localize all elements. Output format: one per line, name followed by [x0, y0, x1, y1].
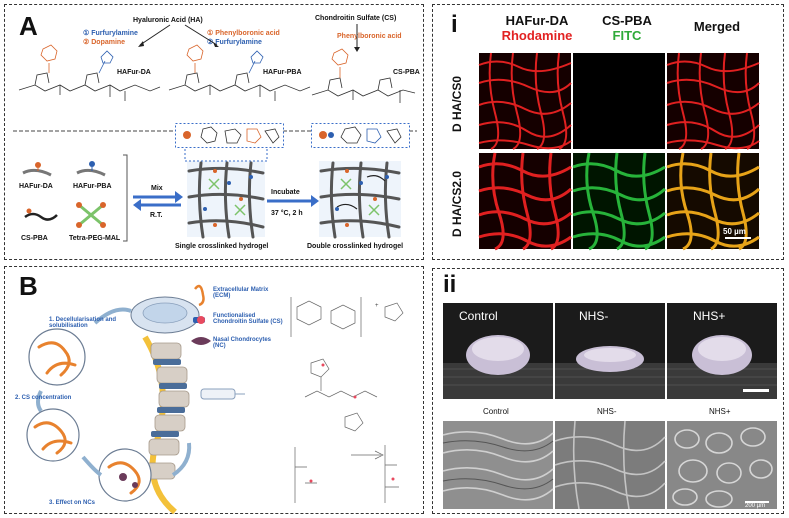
sem-nhs-plus [667, 421, 777, 509]
mix-arrows [133, 191, 319, 211]
panel-b: B [4, 266, 424, 515]
legend-bracket [123, 154, 128, 242]
col-3-header: Merged [693, 19, 741, 34]
panel-a-letter: A [19, 11, 38, 41]
photo-nhs-minus [555, 303, 665, 399]
sem-control-label: Control [483, 407, 509, 416]
panel-b-letter: B [19, 271, 38, 301]
svg-text:+: + [375, 303, 379, 309]
single-hydrogel-label: Single crosslinked hydrogel [175, 243, 269, 250]
row-2-label: D HA/CS2.0 [450, 170, 464, 238]
tile-fitc-cs2 [572, 152, 667, 251]
double-hydrogel-inset [311, 123, 410, 148]
step-1-label: 1. Decellularisation and solubilisation [49, 317, 117, 329]
sem-control [442, 421, 554, 509]
row-1-label: D HA/CS0 [450, 76, 464, 133]
cs-pba-structure [311, 48, 416, 103]
incubate-label: Incubate [271, 189, 300, 196]
panel-i: i HAFur-DA Rhodamine CS-PBA FITC Merged … [432, 4, 784, 260]
legend-item-4: Tetra-PEG-MAL [69, 235, 121, 242]
product-2-label: HAFur-PBA [263, 69, 302, 76]
panel-a: A Hyaluronic Acid (HA) Chondroitin Sulfa… [4, 4, 424, 260]
legend-icons [22, 161, 106, 228]
tile-rhodamine-cs0 [478, 52, 572, 150]
ha-fur-da-structure [18, 44, 161, 101]
rt-label: R.T. [150, 212, 163, 219]
cs-title: Chondroitin Sulfate (CS) [315, 15, 397, 22]
legend-cs: Functionalised Chondroitin Sulfate (CS) [213, 313, 283, 325]
step-3-label: 3. Effect on NCs [49, 500, 96, 506]
panel-ii-numeral: ii [443, 271, 457, 298]
product-3-label: CS-PBA [393, 69, 420, 76]
col-1-header-line2: Rhodamine [501, 28, 573, 43]
photo-nhs-plus [667, 303, 777, 399]
col-2-header-line2: FITC [612, 28, 642, 43]
ha-title: Hyaluronic Acid (HA) [133, 17, 203, 24]
left-group-line2: ② Dopamine [83, 39, 126, 46]
col-1-header: HAFur-DA Rhodamine [489, 13, 585, 43]
incubate-condition: 37 °C, 2 h [271, 210, 303, 217]
legend-nc: Nasal Chondrocytes (NC) [213, 337, 272, 349]
tile-merged-cs2 [666, 152, 761, 251]
single-hydrogel-network [184, 146, 268, 239]
legend-item-3: CS-PBA [21, 235, 48, 242]
fluorescence-scale-bar-label: 50 µm [723, 227, 746, 236]
double-hydrogel-label: Double crosslinked hydrogel [307, 243, 404, 250]
col-2-header-line1: CS-PBA [602, 13, 652, 28]
col-2-header: CS-PBA FITC [579, 13, 675, 43]
sem-scale-bar-label: 200 µm [745, 503, 766, 509]
mix-label: Mix [151, 185, 163, 192]
sem-nhs-minus [554, 420, 666, 510]
ha-fur-pba-structure [168, 44, 311, 101]
legend-item-2: HAFur-PBA [73, 183, 112, 190]
photo-nhs-plus-label: NHS+ [693, 309, 726, 323]
cs-reagent: Phenylboronic acid [337, 33, 402, 40]
sem-nhs-plus-label: NHS+ [709, 407, 731, 416]
tile-rhodamine-cs2 [478, 152, 573, 251]
photo-control [443, 303, 553, 399]
ha-arrows [138, 24, 360, 52]
panel-ii: ii Control NHS- NHS+ Control NHS- NHS+ [432, 268, 784, 514]
sem-nhs-minus-label: NHS- [597, 407, 617, 416]
right-group-line2: ② Furfurylamine [207, 39, 262, 46]
panel-i-numeral: i [451, 11, 458, 38]
left-group-line1: ① Furfurylamine [83, 30, 138, 37]
tile-fitc-cs0 [573, 53, 665, 149]
right-group-line1: ① Phenylboronic acid [207, 30, 280, 37]
product-1-label: HAFur-DA [117, 69, 151, 76]
legend-ecm: Extracellular Matrix (ECM) [213, 287, 269, 299]
double-hydrogel-network [319, 161, 401, 239]
step-2-label: 2. CS concentration [15, 395, 72, 401]
spine-illustration: + [26, 284, 404, 515]
photo-control-label: Control [459, 309, 498, 323]
col-1-header-line1: HAFur-DA [505, 13, 569, 28]
legend-item-1: HAFur-DA [19, 183, 53, 190]
tile-merged-cs0 [666, 52, 760, 150]
single-hydrogel-inset [175, 123, 284, 148]
photo-nhs-minus-label: NHS- [579, 309, 609, 323]
